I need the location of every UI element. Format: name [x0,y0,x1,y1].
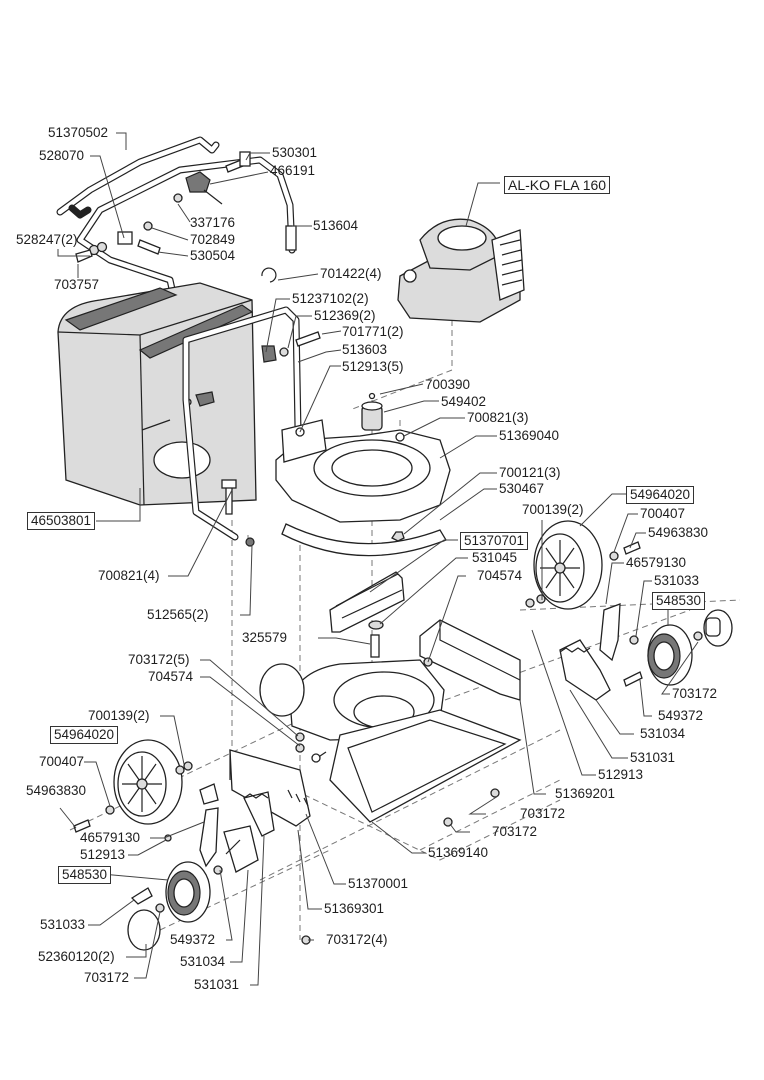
part-label-531031-right[interactable]: 531031 [630,750,676,765]
impeller-bracket [329,571,405,658]
right-large-wheel [525,520,641,610]
leader-lines [57,132,699,986]
part-label-512369[interactable]: 512369(2) [314,308,376,323]
part-label-46503801[interactable]: 46503801 [27,512,96,530]
left-small-wheel [127,861,223,951]
part-label-549372-right[interactable]: 549372 [658,708,704,723]
part-label-531033-left[interactable]: 531033 [40,917,86,932]
part-label-513603[interactable]: 513603 [342,342,388,357]
part-label-325579[interactable]: 325579 [242,630,288,645]
part-label-702849[interactable]: 702849 [190,232,236,247]
part-label-46579130-right[interactable]: 46579130 [626,555,687,570]
part-label-51369201[interactable]: 51369201 [555,786,616,801]
hardware-top [75,151,277,283]
part-label-703757[interactable]: 703757 [54,277,100,292]
part-label-700407-left[interactable]: 700407 [39,754,85,769]
part-label-700139-left[interactable]: 700139(2) [88,708,150,723]
part-label-513604[interactable]: 513604 [313,218,359,233]
part-label-54963830-right[interactable]: 54963830 [648,525,709,540]
part-label-548530-left[interactable]: 548530 [58,866,112,884]
part-label-531045[interactable]: 531045 [472,550,518,565]
part-label-703172-right[interactable]: 703172 [672,686,718,701]
part-label-530301[interactable]: 530301 [272,145,318,160]
engine-al-ko-fla-160 [397,218,525,323]
part-label-51369040[interactable]: 51369040 [499,428,560,443]
part-label-530467[interactable]: 530467 [499,481,545,496]
part-label-531034-left[interactable]: 531034 [180,954,226,969]
lower-housing [259,659,522,823]
main-handle-tube [76,156,297,329]
part-label-704574-lower[interactable]: 704574 [148,669,194,684]
part-label-549372-left[interactable]: 549372 [170,932,216,947]
part-label-512913-left[interactable]: 512913 [80,847,126,862]
part-label-703172-mid1[interactable]: 703172 [520,806,566,821]
part-label-531034-right[interactable]: 531034 [640,726,686,741]
part-label-512565[interactable]: 512565(2) [147,607,209,622]
part-label-51370701[interactable]: 51370701 [460,532,529,550]
part-label-51370502[interactable]: 51370502 [48,125,109,140]
part-label-700121[interactable]: 700121(3) [499,465,561,480]
part-label-54964020-right[interactable]: 54964020 [626,486,695,504]
part-label-703172-5[interactable]: 703172(5) [128,652,190,667]
part-label-51237102[interactable]: 51237102(2) [292,291,369,306]
part-label-46579130-left[interactable]: 46579130 [80,830,141,845]
part-label-700821-3[interactable]: 700821(3) [467,410,529,425]
part-label-549402[interactable]: 549402 [441,394,487,409]
part-label-700407-right[interactable]: 700407 [640,506,686,521]
part-label-512913-right[interactable]: 512913 [598,767,644,782]
part-label-703172-left[interactable]: 703172 [84,970,130,985]
part-label-700139-right[interactable]: 700139(2) [522,502,584,517]
part-label-528247[interactable]: 528247(2) [16,232,78,247]
part-label-51370001[interactable]: 51370001 [348,876,409,891]
lower-handle-tube [182,306,321,547]
left-axle-bracket [229,749,311,827]
part-label-700821-4[interactable]: 700821(4) [98,568,160,583]
part-label-51369301[interactable]: 51369301 [324,901,385,916]
part-label-531031-left[interactable]: 531031 [194,977,240,992]
part-label-54963830-left[interactable]: 54963830 [26,783,87,798]
part-label-701422[interactable]: 701422(4) [320,266,382,281]
part-label-701771[interactable]: 701771(2) [342,324,404,339]
part-label-703172-4[interactable]: 703172(4) [326,932,388,947]
left-height-adjuster [164,783,275,873]
part-label-466191[interactable]: 466191 [270,163,316,178]
part-label-51369140[interactable]: 51369140 [428,845,489,860]
grass-bag [57,282,257,506]
fan-housing [275,392,451,557]
part-label-512913-5[interactable]: 512913(5) [342,359,404,374]
part-label-703172-mid2[interactable]: 703172 [492,824,538,839]
loose-nuts [295,732,500,945]
part-label-531033-right[interactable]: 531033 [654,573,700,588]
part-label-548530-right[interactable]: 548530 [652,592,706,610]
part-label-704574-upper[interactable]: 704574 [477,568,523,583]
part-label-52360120[interactable]: 52360120(2) [38,949,115,964]
part-label-528070[interactable]: 528070 [39,148,85,163]
part-label-530504[interactable]: 530504 [190,248,236,263]
upper-handle-tube [56,136,220,219]
left-large-wheel [73,739,193,833]
engine-model-label: AL-KO FLA 160 [504,176,611,194]
part-label-54964020-left[interactable]: 54964020 [50,726,119,744]
part-label-700390[interactable]: 700390 [425,377,471,392]
right-height-adjuster [559,603,643,701]
part-label-337176[interactable]: 337176 [190,215,236,230]
right-small-wheel [647,609,733,686]
